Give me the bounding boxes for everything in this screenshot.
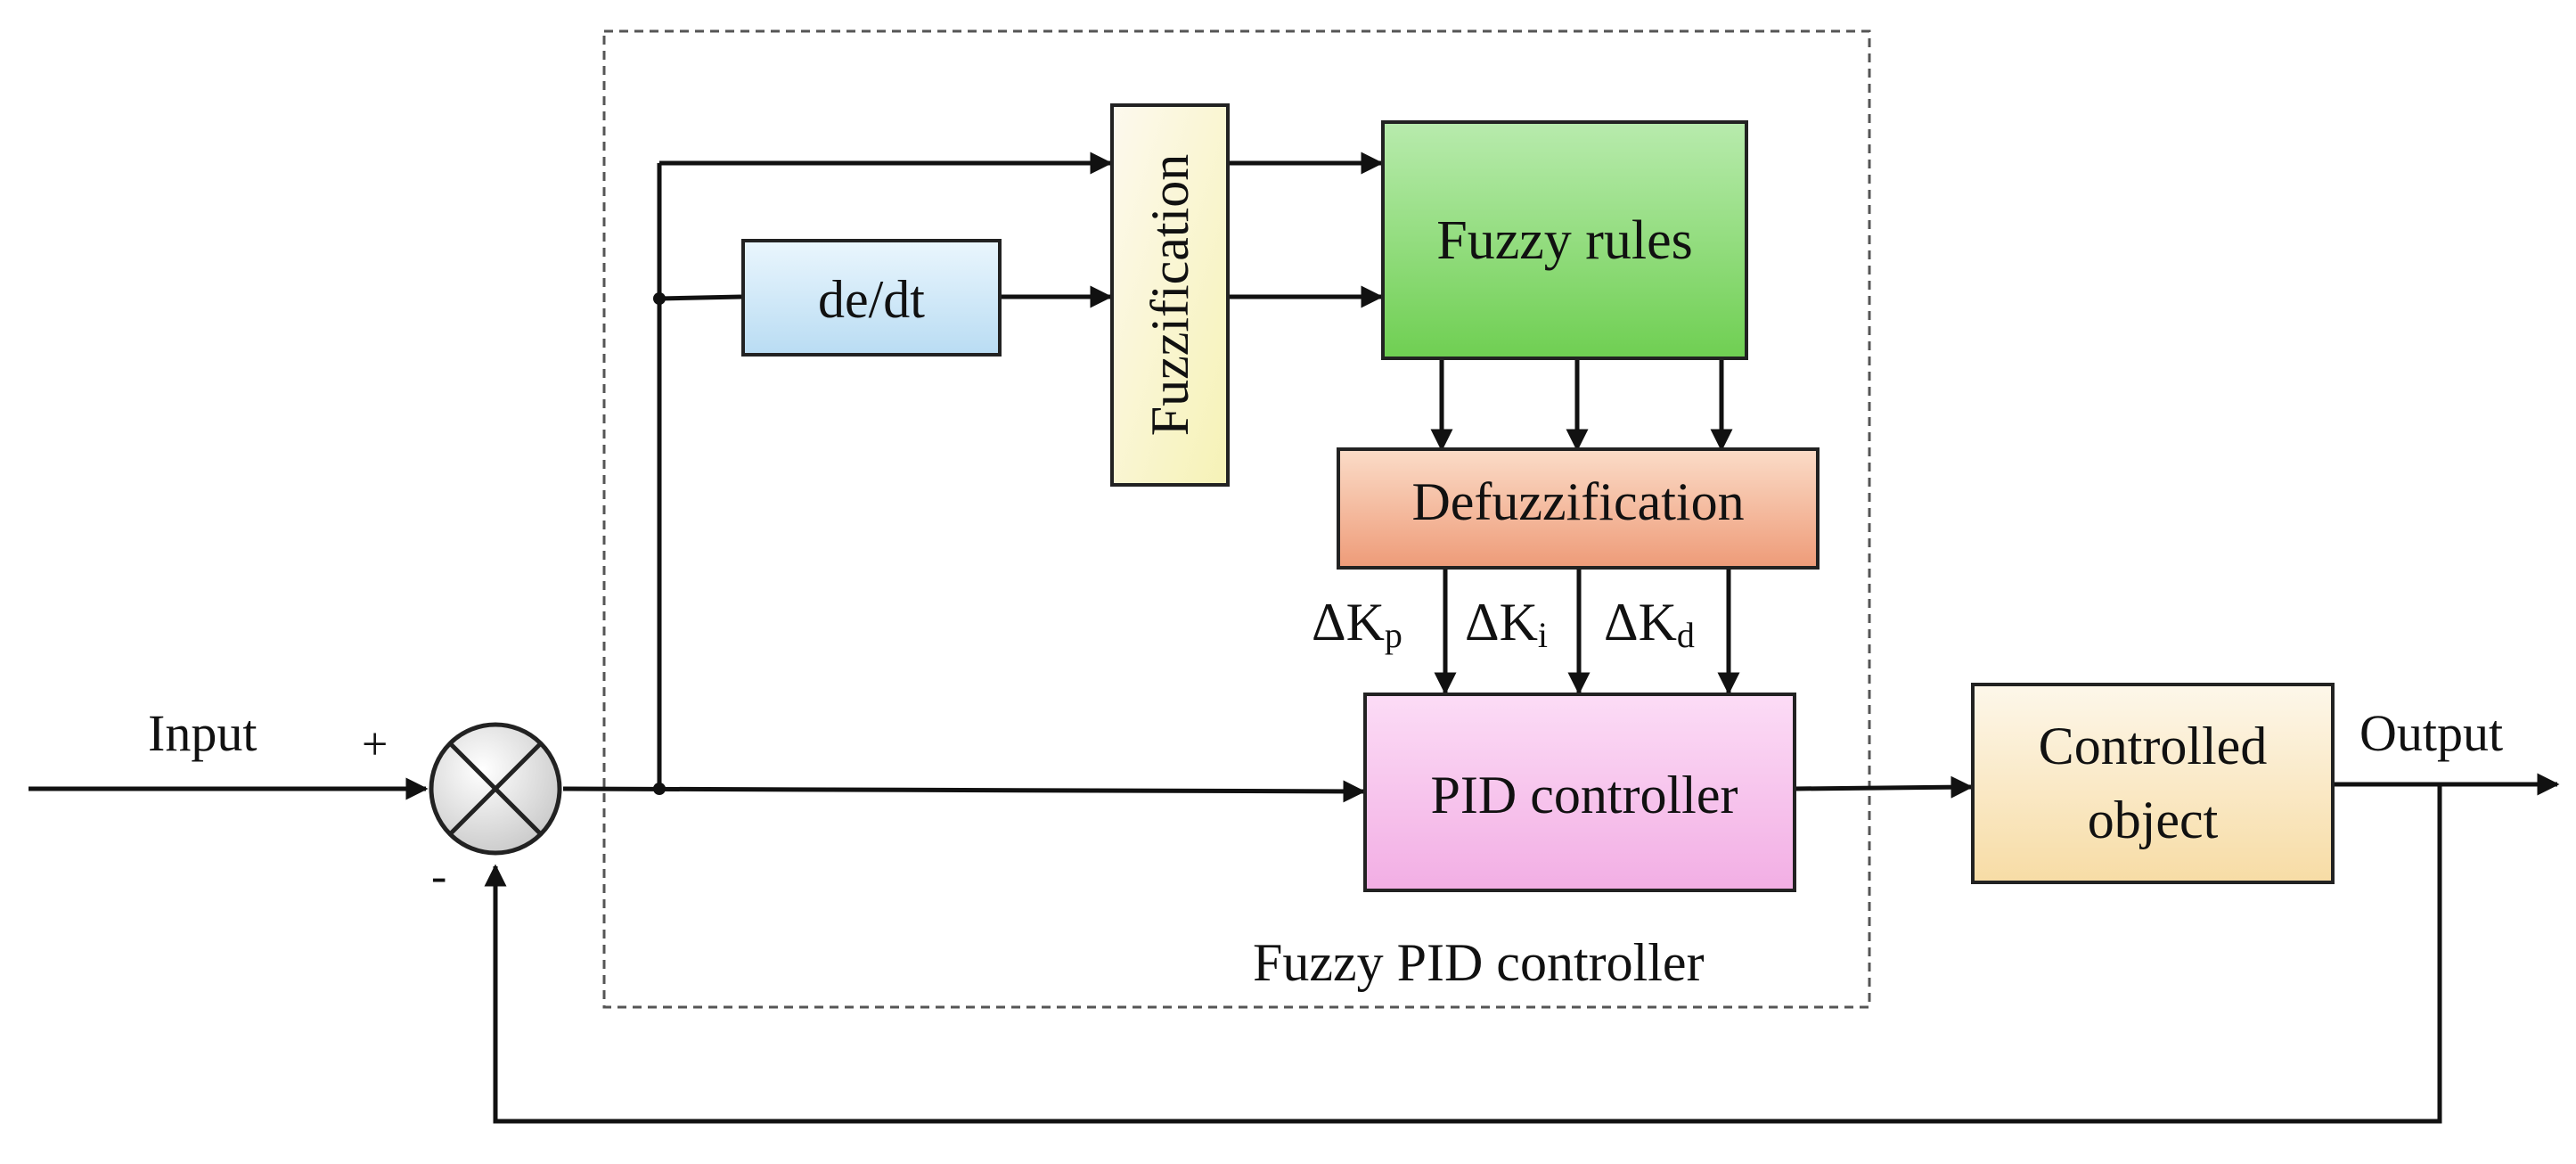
output-label: Output (2359, 704, 2503, 762)
pid-controller-label: PID controller (1431, 766, 1738, 824)
delta-kd-label: ΔKd (1604, 593, 1695, 655)
signal-wires (29, 152, 2560, 1124)
error-to-pid-arrow (562, 780, 1366, 803)
plus-sign: + (362, 719, 388, 770)
controlled-object-label-line1: Controlled (2039, 717, 2268, 775)
fuzzy-pid-controller-label: Fuzzy PID controller (1253, 933, 1705, 992)
defuzzification-block (1337, 447, 1820, 570)
pid-to-object-arrow (1794, 775, 1974, 799)
fuzzy-rules-block (1381, 120, 1748, 360)
controlled-object-label-line2: object (2088, 791, 2219, 849)
fuzzy-rules-label: Fuzzy rules (1436, 210, 1693, 271)
de-dt-label: de/dt (818, 270, 925, 329)
error-branch-node (653, 783, 666, 795)
controlled-object-block (1971, 683, 2335, 884)
error-to-dedt-wire (658, 294, 742, 301)
feedback-path (484, 784, 2442, 1124)
delta-ki-label: ΔKi (1465, 593, 1548, 655)
de-dt-block (741, 239, 1002, 357)
fuzzification-label: Fuzzification (1141, 154, 1199, 437)
delta-kp-label: ΔKp (1312, 593, 1402, 655)
minus-sign: - (431, 851, 446, 902)
fuzzification-block (1110, 103, 1230, 487)
defuzzification-label: Defuzzification (1411, 472, 1744, 531)
pid-controller-block (1363, 693, 1796, 892)
input-label: Input (148, 704, 257, 762)
summing-junction (429, 722, 562, 856)
dedt-branch-node (653, 292, 666, 305)
